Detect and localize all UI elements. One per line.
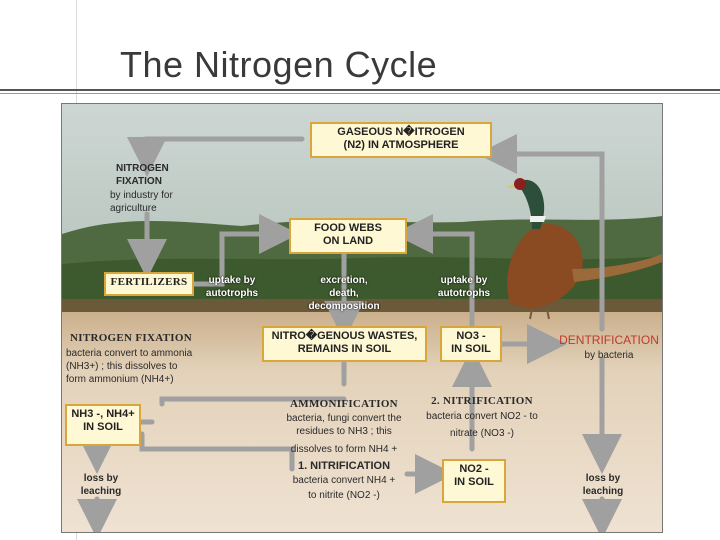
nh-sublabel: IN SOIL bbox=[83, 421, 123, 433]
nitrification-1-desc1: bacteria convert NH4 + bbox=[292, 475, 396, 486]
nitrification-2-title: 2. NITRIFICATION bbox=[431, 395, 533, 407]
uptake-right-line1: uptake by bbox=[440, 275, 488, 286]
diagram-artwork bbox=[62, 134, 662, 532]
uptake-right-line2: autotrophs bbox=[437, 288, 491, 299]
no2-soil-box: NO2 - IN SOIL bbox=[442, 459, 506, 503]
nitrification-1-desc: bacteria convert NH4 + to nitrite (NO2 -… bbox=[278, 474, 410, 502]
nitrification-2-desc1: bacteria convert NO2 - to bbox=[426, 411, 538, 422]
nitrogen-fixation-mid-desc3: form ammonium (NH4+) bbox=[66, 374, 174, 385]
ammonification-desc2: residues to NH3 ; this bbox=[296, 426, 392, 437]
arrow-denitrification-to-atmosphere bbox=[477, 134, 605, 332]
gaseous-nitrogen-label: GASEOUS N�ITROGEN bbox=[337, 126, 465, 138]
ammonification-desc: bacteria, fungi convert the residues to … bbox=[272, 412, 416, 456]
ammonification-desc3: dissolves to form NH4 + bbox=[290, 444, 398, 455]
gaseous-nitrogen-sublabel: (N2) IN ATMOSPHERE bbox=[343, 139, 459, 151]
nitrification-1-title: 1. NITRIFICATION bbox=[297, 460, 391, 472]
nitrogen-fixation-top-desc2: agriculture bbox=[110, 203, 157, 214]
nitrogen-fixation-top-title2: FIXATION bbox=[116, 176, 162, 187]
nitrogen-fixation-top-desc1: by industry for bbox=[110, 190, 173, 201]
no3-soil-box: NO3 - IN SOIL bbox=[440, 326, 502, 362]
ammonification-title: AMMONIFICATION bbox=[290, 398, 398, 410]
nitrification-1-desc2: to nitrite (NO2 -) bbox=[308, 490, 380, 501]
food-webs-label: FOOD WEBS bbox=[314, 222, 382, 234]
nitrogen-fixation-top-title: NITROGEN bbox=[116, 163, 169, 174]
excretion-label: excretion, death, decomposition bbox=[298, 274, 390, 313]
loss-left-line1: loss by bbox=[83, 473, 119, 484]
title-divider bbox=[0, 89, 720, 91]
arrow-no3-to-foodwebs bbox=[393, 214, 475, 332]
fertilizers-box: FERTILIZERS bbox=[104, 272, 194, 296]
nitrogen-fixation-mid-desc2: (NH3+) ; this dissolves to bbox=[66, 361, 178, 372]
excretion-line3: decomposition bbox=[308, 301, 380, 312]
loss-leaching-right: loss by leaching bbox=[576, 472, 630, 498]
uptake-left-line1: uptake by bbox=[208, 275, 256, 286]
nitrogen-fixation-top: NITROGEN FIXATION bbox=[116, 162, 169, 188]
wastes-label: NITRO�GENOUS WASTES, bbox=[271, 330, 418, 342]
title-divider-thin bbox=[0, 93, 720, 94]
no3-label: NO3 - bbox=[456, 330, 486, 342]
no3-sublabel: IN SOIL bbox=[451, 343, 491, 355]
food-webs-box: FOOD WEBS ON LAND bbox=[289, 218, 407, 254]
pheasant-illustration bbox=[506, 178, 662, 320]
arrow-nh-to-nitrification bbox=[139, 431, 295, 472]
no2-sublabel: IN SOIL bbox=[454, 476, 494, 488]
nitrogenous-wastes-box: NITRO�GENOUS WASTES, REMAINS IN SOIL bbox=[262, 326, 427, 362]
nh-label: NH3 -, NH4+ bbox=[71, 408, 135, 420]
uptake-left-line2: autotrophs bbox=[205, 288, 259, 299]
ammonification-desc1: bacteria, fungi convert the bbox=[286, 413, 402, 424]
nitrification-2-desc2: nitrate (NO3 -) bbox=[450, 428, 514, 439]
nitrogen-fixation-top-desc: by industry for agriculture bbox=[110, 189, 173, 215]
loss-left-line2: leaching bbox=[80, 486, 122, 497]
nitrogen-fixation-mid-desc1: bacteria convert to ammonia bbox=[66, 348, 193, 359]
uptake-left: uptake by autotrophs bbox=[200, 274, 264, 300]
arrow-ammonification-to-nh bbox=[159, 396, 347, 407]
no2-label: NO2 - bbox=[459, 463, 489, 475]
nitrogen-fixation-mid-title: NITROGEN FIXATION bbox=[70, 332, 192, 344]
arrow-fertilizers-to-foodwebs bbox=[189, 214, 299, 287]
loss-right-line1: loss by bbox=[585, 473, 621, 484]
nitrification-2-desc: bacteria convert NO2 - to nitrate (NO3 -… bbox=[420, 410, 544, 440]
loss-right-line2: leaching bbox=[582, 486, 624, 497]
denitrification-title: DENTRIFICATION bbox=[559, 333, 659, 347]
loss-leaching-left: loss by leaching bbox=[74, 472, 128, 498]
arrow-atmosphere-to-fixation bbox=[127, 136, 305, 177]
fertilizers-label: FERTILIZERS bbox=[110, 276, 188, 288]
slide-title: The Nitrogen Cycle bbox=[120, 44, 438, 85]
nh-soil-box: NH3 -, NH4+ IN SOIL bbox=[65, 404, 141, 446]
gaseous-nitrogen-box: GASEOUS N�ITROGEN (N2) IN ATMOSPHERE bbox=[310, 122, 492, 158]
uptake-right: uptake by autotrophs bbox=[432, 274, 496, 300]
food-webs-sublabel: ON LAND bbox=[322, 235, 374, 247]
excretion-line1: excretion, bbox=[320, 275, 368, 286]
cycle-arrows bbox=[77, 134, 622, 532]
nitrogen-fixation-mid-desc: bacteria convert to ammonia (NH3+) ; thi… bbox=[66, 347, 192, 386]
wastes-sublabel: REMAINS IN SOIL bbox=[297, 343, 392, 355]
denitrification-desc: by bacteria bbox=[584, 350, 634, 361]
excretion-line2: death, bbox=[329, 288, 359, 299]
nitrogen-cycle-diagram: GASEOUS N�ITROGEN (N2) IN ATMOSPHERE FOO… bbox=[61, 103, 663, 533]
